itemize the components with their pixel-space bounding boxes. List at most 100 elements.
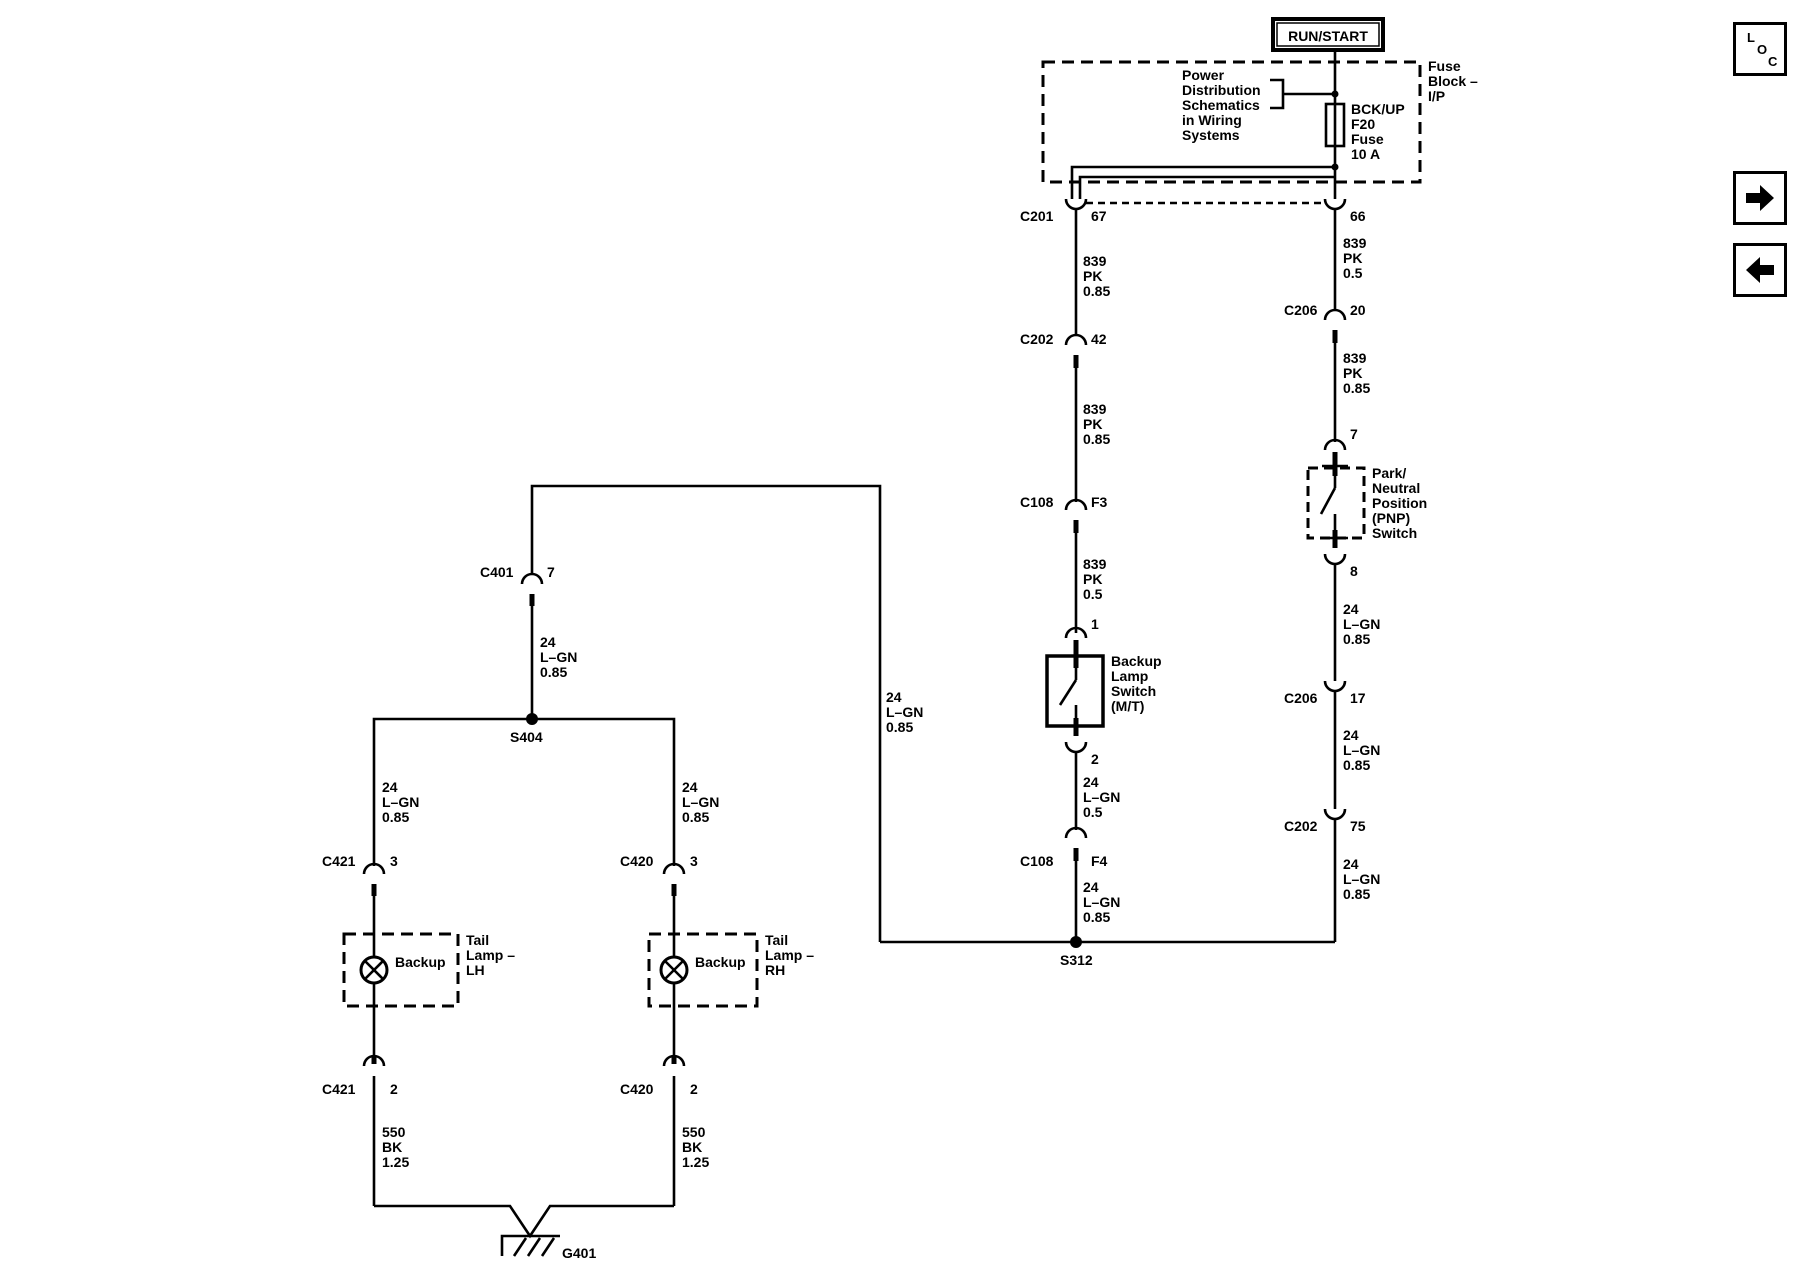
svg-text:Position: Position xyxy=(1372,495,1427,511)
svg-text:67: 67 xyxy=(1091,208,1107,224)
ground-g401-label: G401 xyxy=(562,1245,596,1261)
svg-text:L–GN: L–GN xyxy=(1083,894,1120,910)
svg-text:F20: F20 xyxy=(1351,116,1375,132)
svg-text:I/P: I/P xyxy=(1428,88,1445,104)
svg-text:839: 839 xyxy=(1343,235,1367,251)
svg-text:550: 550 xyxy=(382,1124,406,1140)
svg-text:L–GN: L–GN xyxy=(382,794,419,810)
power-distribution-note: Power Distribution Schematics in Wiring … xyxy=(1182,67,1261,143)
next-page-button[interactable] xyxy=(1733,171,1787,225)
svg-text:1.25: 1.25 xyxy=(382,1154,409,1170)
svg-text:Backup: Backup xyxy=(1111,653,1162,669)
svg-text:C421: C421 xyxy=(322,1081,356,1097)
svg-text:L–GN: L–GN xyxy=(1343,871,1380,887)
backup-lamp-switch-label: Backup Lamp Switch (M/T) xyxy=(1111,653,1162,714)
svg-text:PK: PK xyxy=(1083,268,1102,284)
svg-text:10 A: 10 A xyxy=(1351,146,1380,162)
svg-text:0.85: 0.85 xyxy=(1343,631,1370,647)
svg-text:0.5: 0.5 xyxy=(1083,586,1103,602)
connector-c202-75 xyxy=(1323,808,1347,821)
svg-text:BK: BK xyxy=(382,1139,402,1155)
svg-text:0.85: 0.85 xyxy=(1083,909,1110,925)
svg-text:3: 3 xyxy=(690,853,698,869)
svg-text:66: 66 xyxy=(1350,208,1366,224)
svg-text:Fuse: Fuse xyxy=(1351,131,1384,147)
svg-text:Schematics: Schematics xyxy=(1182,97,1260,113)
svg-text:0.85: 0.85 xyxy=(1083,283,1110,299)
pnp-switch-label: Park/ Neutral Position (PNP) Switch xyxy=(1372,465,1427,541)
locator-button[interactable]: L O C xyxy=(1733,22,1787,76)
svg-text:C401: C401 xyxy=(480,564,514,580)
svg-text:(M/T): (M/T) xyxy=(1111,698,1144,714)
svg-text:Systems: Systems xyxy=(1182,127,1240,143)
connector-c201-67 xyxy=(1064,198,1088,211)
svg-text:24: 24 xyxy=(1083,774,1099,790)
connector-c206-20 xyxy=(1323,308,1347,321)
svg-text:2: 2 xyxy=(1091,751,1099,767)
svg-text:Switch: Switch xyxy=(1372,525,1417,541)
connector-c421-3 xyxy=(362,862,386,875)
connector-c201-66 xyxy=(1323,198,1347,211)
svg-text:PK: PK xyxy=(1343,365,1362,381)
svg-text:7: 7 xyxy=(547,564,555,580)
svg-text:2: 2 xyxy=(690,1081,698,1097)
svg-text:F4: F4 xyxy=(1091,853,1108,869)
svg-text:550: 550 xyxy=(682,1124,706,1140)
previous-page-button[interactable] xyxy=(1733,243,1787,297)
svg-text:24: 24 xyxy=(1343,856,1359,872)
svg-text:24: 24 xyxy=(886,689,902,705)
svg-text:Lamp –: Lamp – xyxy=(765,947,814,963)
svg-text:Park/: Park/ xyxy=(1372,465,1406,481)
svg-text:C206: C206 xyxy=(1284,302,1318,318)
svg-text:3: 3 xyxy=(390,853,398,869)
ground-bus xyxy=(374,1204,674,1239)
tail-lamp-lh-label: Tail Lamp – LH xyxy=(466,932,515,978)
svg-text:24: 24 xyxy=(1083,879,1099,895)
connector-c206-17 xyxy=(1323,680,1347,693)
bus-s404 xyxy=(372,717,676,866)
svg-text:839: 839 xyxy=(1083,253,1107,269)
svg-text:0.85: 0.85 xyxy=(540,664,567,680)
svg-text:L–GN: L–GN xyxy=(540,649,577,665)
svg-text:PK: PK xyxy=(1083,571,1102,587)
svg-text:L–GN: L–GN xyxy=(886,704,923,720)
svg-text:0.85: 0.85 xyxy=(382,809,409,825)
svg-text:C420: C420 xyxy=(620,1081,654,1097)
svg-text:Switch: Switch xyxy=(1111,683,1156,699)
svg-text:75: 75 xyxy=(1350,818,1366,834)
svg-text:Tail: Tail xyxy=(466,932,489,948)
wire-24-lgn-rear xyxy=(530,484,882,942)
svg-text:20: 20 xyxy=(1350,302,1366,318)
arrow-left-icon xyxy=(1746,257,1774,283)
svg-text:Neutral: Neutral xyxy=(1372,480,1420,496)
svg-text:839: 839 xyxy=(1083,401,1107,417)
svg-text:Tail: Tail xyxy=(765,932,788,948)
svg-text:24: 24 xyxy=(682,779,698,795)
svg-text:839: 839 xyxy=(1343,350,1367,366)
svg-text:L–GN: L–GN xyxy=(682,794,719,810)
svg-text:Lamp –: Lamp – xyxy=(466,947,515,963)
svg-text:F3: F3 xyxy=(1091,494,1108,510)
connector-c108-f3 xyxy=(1064,498,1088,511)
fuse-block-title: Fuse Block – I/P xyxy=(1428,58,1478,104)
svg-text:S404: S404 xyxy=(510,729,543,745)
connector-c202-42 xyxy=(1064,333,1088,346)
svg-text:1.25: 1.25 xyxy=(682,1154,709,1170)
svg-text:0.85: 0.85 xyxy=(1343,886,1370,902)
svg-text:Lamp: Lamp xyxy=(1111,668,1148,684)
svg-text:C202: C202 xyxy=(1020,331,1054,347)
svg-text:Block –: Block – xyxy=(1428,73,1478,89)
tail-lamp-rh-label: Tail Lamp – RH xyxy=(765,932,814,978)
svg-text:0.85: 0.85 xyxy=(1083,431,1110,447)
svg-text:17: 17 xyxy=(1350,690,1366,706)
svg-text:C420: C420 xyxy=(620,853,654,869)
svg-text:L–GN: L–GN xyxy=(1343,616,1380,632)
svg-text:2: 2 xyxy=(390,1081,398,1097)
svg-text:24: 24 xyxy=(1343,727,1359,743)
svg-text:C201: C201 xyxy=(1020,208,1054,224)
tail-lamp-lh xyxy=(342,932,460,1008)
svg-text:PK: PK xyxy=(1083,416,1102,432)
svg-text:C108: C108 xyxy=(1020,494,1054,510)
svg-text:Backup: Backup xyxy=(695,954,746,970)
